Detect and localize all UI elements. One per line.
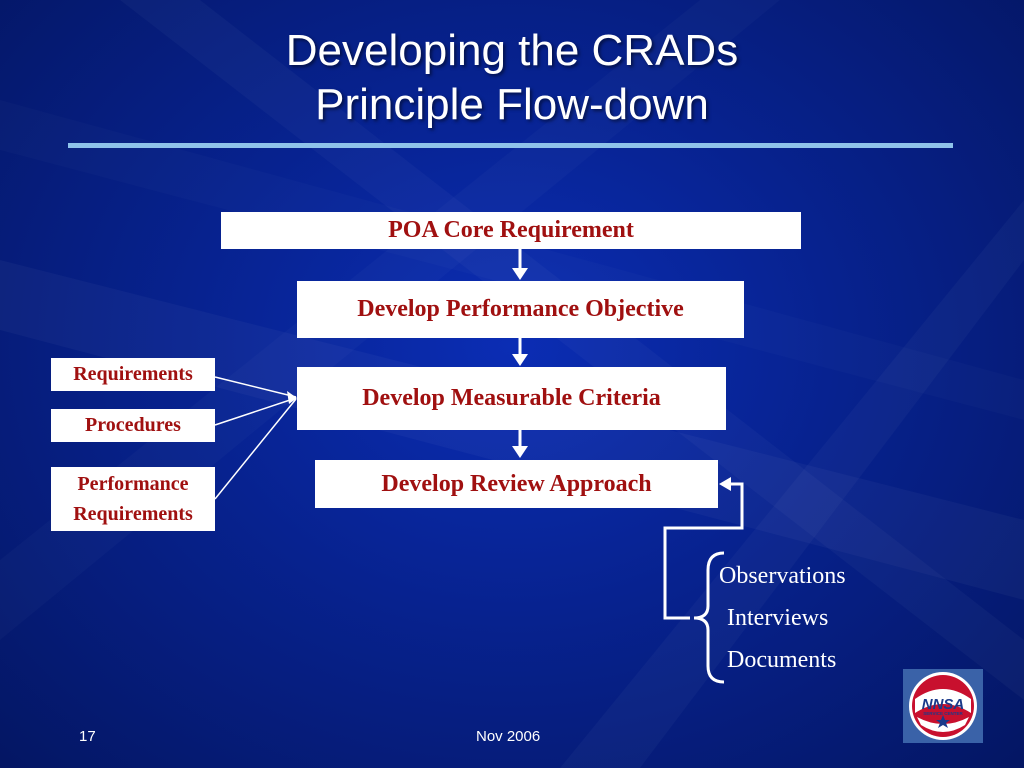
measurable-criteria-box: Develop Measurable Criteria xyxy=(297,367,726,430)
logo-subtext: SERVICE CENTER xyxy=(923,711,963,716)
footer-date: Nov 2006 xyxy=(476,728,541,745)
arrow-objective-to-criteria xyxy=(512,338,528,366)
line-procedures xyxy=(214,397,297,426)
title-line-2: Principle Flow-down xyxy=(315,80,709,129)
poa-core-requirement-label: POA Core Requirement xyxy=(388,217,634,243)
poa-core-requirement-box: POA Core Requirement xyxy=(221,212,801,249)
method-documents: Documents xyxy=(727,647,837,673)
line-performance xyxy=(214,398,297,500)
procedures-box: Procedures xyxy=(51,409,215,442)
methods-brace xyxy=(693,551,725,684)
slide-number: 17 xyxy=(79,728,96,745)
arrow-poa-to-objective xyxy=(512,249,528,280)
criteria-input-arrowhead xyxy=(287,391,297,404)
measurable-criteria-label: Develop Measurable Criteria xyxy=(362,385,661,411)
performance-line-1: Performance xyxy=(77,473,189,495)
slide-title: Developing the CRADs Principle Flow-down xyxy=(0,24,1024,132)
performance-requirements-label: Performance Requirements xyxy=(73,469,193,529)
performance-line-2: Requirements xyxy=(73,503,193,525)
requirements-box: Requirements xyxy=(51,358,215,391)
method-interviews: Interviews xyxy=(727,605,829,631)
logo-text: NNSA xyxy=(922,696,965,713)
requirements-label: Requirements xyxy=(73,363,193,385)
arrow-criteria-to-review xyxy=(512,430,528,458)
feedback-path xyxy=(663,482,744,620)
nnsa-logo-icon: NNSA SERVICE CENTER xyxy=(903,669,983,743)
title-line-1: Developing the CRADs xyxy=(285,26,739,75)
performance-objective-label: Develop Performance Objective xyxy=(357,296,684,322)
performance-objective-box: Develop Performance Objective xyxy=(297,281,744,338)
performance-requirements-box: Performance Requirements xyxy=(51,467,215,531)
title-underline xyxy=(68,143,953,148)
procedures-label: Procedures xyxy=(85,414,181,436)
review-approach-box: Develop Review Approach xyxy=(315,460,718,508)
method-observations: Observations xyxy=(719,563,846,589)
feedback-arrowhead xyxy=(719,477,731,491)
review-approach-label: Develop Review Approach xyxy=(381,470,652,497)
line-requirements xyxy=(214,376,297,398)
